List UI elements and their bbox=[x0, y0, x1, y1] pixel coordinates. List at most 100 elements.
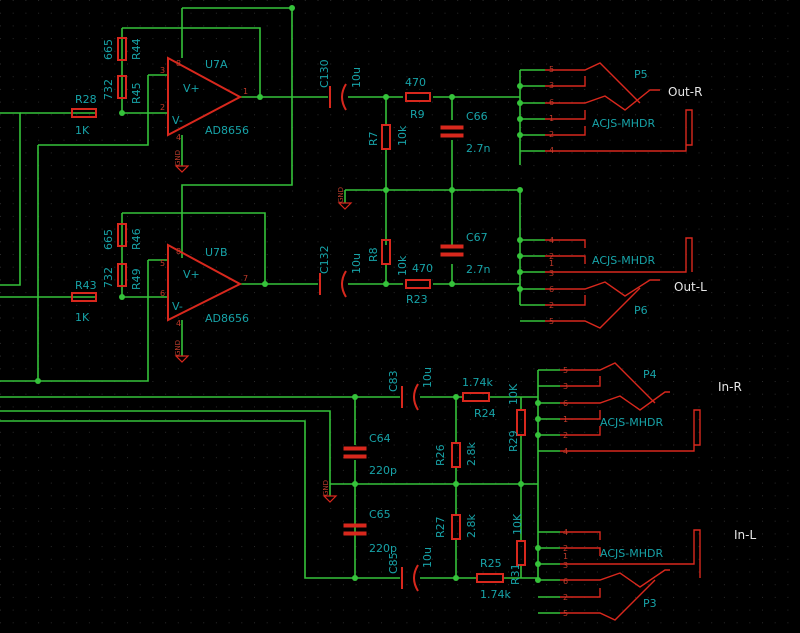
resistor-r23[interactable]: 470 R23 bbox=[405, 262, 433, 306]
capacitor-ref: C85 bbox=[387, 552, 400, 574]
resistor-ref: R24 bbox=[474, 407, 496, 420]
pin-num: 6 bbox=[563, 577, 568, 586]
resistor-r24[interactable]: 1.74k R24 bbox=[462, 376, 496, 420]
pin-num: 1 bbox=[563, 415, 568, 424]
resistor-ref: R49 bbox=[130, 268, 143, 290]
vplus-mark: V+ bbox=[183, 82, 200, 95]
capacitor-c83[interactable]: C83 10u bbox=[387, 367, 434, 411]
resistor-r44[interactable]: 665 R44 bbox=[102, 37, 143, 61]
pin-num: 4 bbox=[563, 447, 568, 456]
resistor-ref: R43 bbox=[75, 279, 97, 292]
capacitor-ref: C66 bbox=[466, 110, 488, 123]
junctions bbox=[35, 5, 541, 583]
resistor-r28[interactable]: R28 1K bbox=[71, 93, 97, 137]
pin-num: 1 bbox=[243, 87, 248, 96]
capacitor-value: 2.7n bbox=[466, 263, 490, 276]
resistor-value: 10K bbox=[507, 383, 520, 405]
resistor-value: 732 bbox=[102, 79, 115, 100]
opamp-u7a[interactable]: V+ V- 3 2 1 8 4 U7A AD8656 bbox=[160, 56, 249, 142]
resistor-r25[interactable]: R25 1.74k bbox=[476, 557, 511, 601]
svg-text:GND: GND bbox=[174, 340, 182, 356]
resistor-r26[interactable]: R26 2.8k bbox=[434, 442, 478, 468]
capacitor-ref: C132 bbox=[318, 245, 331, 274]
connector-ref: P6 bbox=[634, 304, 648, 317]
svg-text:GND: GND bbox=[322, 480, 330, 496]
resistor-r29[interactable]: 10K R29 bbox=[507, 383, 526, 452]
net-label-out-r: Out-R bbox=[668, 85, 702, 99]
capacitor-value: 10u bbox=[350, 253, 363, 274]
pin-num: 8 bbox=[176, 59, 181, 68]
connector-p6[interactable]: 4 2 1 3 6 2 5 ACJS-MHDR P6 bbox=[545, 236, 693, 329]
resistor-ref: R45 bbox=[130, 82, 143, 104]
pin-num: 2 bbox=[549, 130, 554, 139]
pin-num: 6 bbox=[549, 285, 554, 294]
pin-num: 3 bbox=[549, 269, 554, 278]
pin-num: 2 bbox=[563, 431, 568, 440]
resistor-r31[interactable]: 10K R31 bbox=[509, 513, 526, 585]
net-label-in-l: In-L bbox=[734, 528, 756, 542]
resistor-r8[interactable]: R8 10k bbox=[367, 239, 409, 276]
resistor-value: 10K bbox=[511, 513, 524, 535]
resistor-ref: R23 bbox=[406, 293, 428, 306]
capacitor-ref: C83 bbox=[387, 370, 400, 392]
svg-text:GND: GND bbox=[337, 187, 345, 203]
net-label-in-r: In-R bbox=[718, 380, 742, 394]
net-label-out-l: Out-L bbox=[674, 280, 707, 294]
resistor-value: 10k bbox=[396, 255, 409, 276]
resistor-r9[interactable]: 470 R9 bbox=[405, 76, 431, 121]
resistor-value: 665 bbox=[102, 229, 115, 250]
svg-text:GND: GND bbox=[174, 150, 182, 166]
resistor-value: 470 bbox=[405, 76, 426, 89]
opamp-value: AD8656 bbox=[205, 312, 249, 325]
pin-num: 2 bbox=[549, 301, 554, 310]
pin-num: 7 bbox=[243, 274, 248, 283]
resistor-ref: R8 bbox=[367, 247, 380, 262]
connector-p4[interactable]: 5 3 6 1 2 4 P4 ACJS-MHDR bbox=[560, 362, 701, 456]
connector-p3[interactable]: 4 2 1 3 6 2 5 ACJS-MHDR P3 bbox=[560, 528, 701, 621]
capacitor-ref: C65 bbox=[369, 508, 391, 521]
pin-num: 6 bbox=[563, 399, 568, 408]
connector-p5[interactable]: 5 3 6 1 2 4 P5 ACJS-MHDR bbox=[545, 62, 693, 155]
resistor-ref: R7 bbox=[367, 131, 380, 146]
resistor-value: 1K bbox=[75, 311, 90, 324]
capacitor-c130[interactable]: C130 10u bbox=[318, 59, 363, 111]
capacitor-c64[interactable]: C64 220p bbox=[343, 432, 397, 477]
gnd-icon: GND bbox=[337, 187, 353, 210]
capacitor-value: 2.7n bbox=[466, 142, 490, 155]
capacitor-ref: C64 bbox=[369, 432, 391, 445]
resistor-r7[interactable]: R7 10k bbox=[367, 124, 409, 150]
resistor-r46[interactable]: 665 R46 bbox=[102, 223, 143, 250]
pin-num: 5 bbox=[563, 366, 568, 375]
resistor-ref: R28 bbox=[75, 93, 97, 106]
pin-num: 5 bbox=[549, 65, 554, 74]
capacitor-c65[interactable]: C65 220p bbox=[343, 508, 397, 555]
resistor-ref: R46 bbox=[130, 228, 143, 250]
pin-num: 1 bbox=[563, 552, 568, 561]
connector-ref: P4 bbox=[643, 368, 657, 381]
resistor-value: 1.74k bbox=[480, 588, 511, 601]
capacitor-ref: C130 bbox=[318, 59, 331, 88]
opamp-ref: U7A bbox=[205, 58, 228, 71]
pin-num: 5 bbox=[549, 317, 554, 326]
pin-num: 2 bbox=[563, 544, 568, 553]
opamp-u7b[interactable]: V+ V- 5 6 7 8 4 U7B AD8656 bbox=[160, 243, 249, 328]
pin-num: 3 bbox=[563, 561, 568, 570]
pin-num: 4 bbox=[549, 236, 554, 245]
pin-num: 1 bbox=[549, 259, 554, 268]
connector-value: ACJS-MHDR bbox=[600, 547, 663, 560]
resistor-r49[interactable]: 732 R49 bbox=[102, 263, 143, 290]
capacitor-c85[interactable]: C85 10u bbox=[387, 547, 434, 592]
capacitor-c66[interactable]: C66 2.7n bbox=[440, 110, 490, 155]
resistor-r27[interactable]: R27 2.8k bbox=[434, 514, 478, 540]
resistor-ref: R25 bbox=[480, 557, 502, 570]
pin-num: 4 bbox=[549, 146, 554, 155]
resistor-r43[interactable]: R43 1K bbox=[71, 279, 97, 324]
capacitor-c67[interactable]: C67 2.7n bbox=[440, 231, 490, 276]
capacitor-c132[interactable]: C132 10u bbox=[318, 245, 363, 298]
opamp-ref: U7B bbox=[205, 246, 228, 259]
pin-num: 2 bbox=[160, 103, 165, 112]
resistor-r45[interactable]: 732 R45 bbox=[102, 75, 143, 104]
pin-num: 4 bbox=[176, 133, 181, 142]
resistor-value: 10k bbox=[396, 125, 409, 146]
